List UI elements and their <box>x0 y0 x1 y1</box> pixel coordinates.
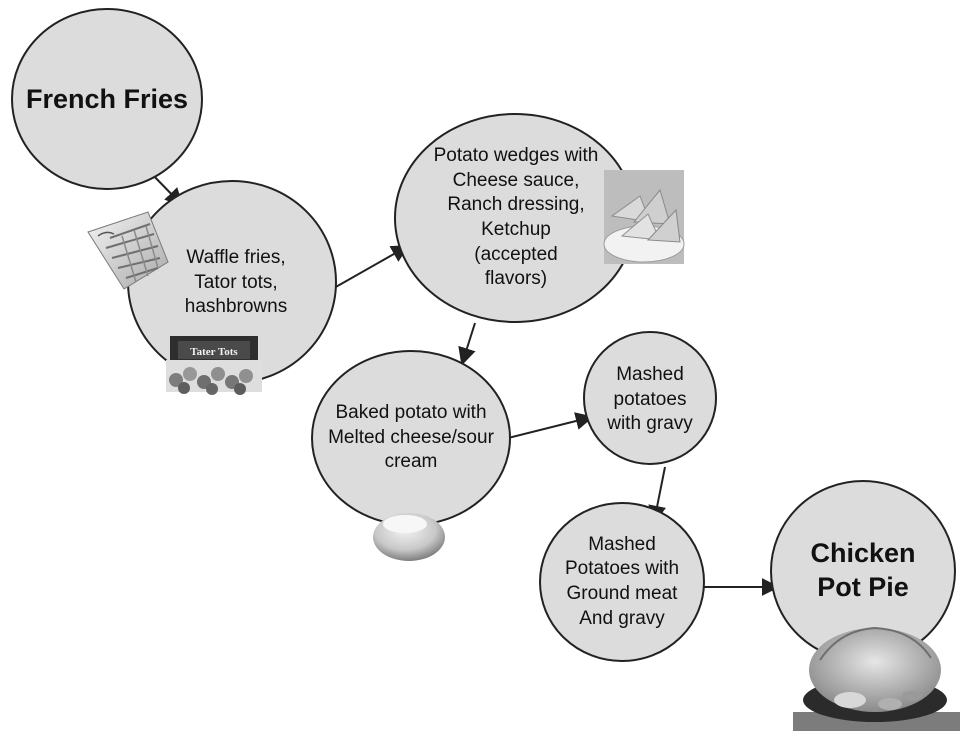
arrow-potato-wedges-to-baked-potato <box>458 322 476 366</box>
waffle-fries-bag-photo <box>87 211 169 290</box>
potato-wedges-bowl-photo <box>603 170 685 264</box>
arrow-baked-potato-to-mashed-gravy <box>507 412 594 439</box>
arrow-waffle-fries-to-potato-wedges <box>333 245 410 289</box>
nodes-layer <box>11 8 956 662</box>
node-french-fries: French Fries <box>12 72 202 128</box>
tater-tots-box-photo: Tater Tots <box>166 336 262 395</box>
pot-pie-photo <box>793 626 960 731</box>
node-label-potato-wedges: Potato wedges with Cheese sauce, Ranch d… <box>433 144 599 290</box>
node-chicken-pot-pie: Chicken Pot Pie <box>786 536 940 606</box>
baked-potato-photo <box>373 513 445 561</box>
node-circle-mashed-gravy <box>583 331 717 465</box>
node-label-waffle-fries: Waffle fries, Tator tots, hashbrowns <box>184 246 288 318</box>
node-mashed-gravy: Mashed potatoes with gravy <box>592 358 708 442</box>
node-potato-wedges: Potato wedges with Cheese sauce, Ranch d… <box>418 138 614 298</box>
node-label-baked-potato: Baked potato with Melted cheese/sour cre… <box>328 401 494 473</box>
node-label-chicken-pot-pie: Chicken Pot Pie <box>810 538 916 602</box>
node-label-french-fries: French Fries <box>25 84 189 115</box>
edges-layer <box>147 169 780 596</box>
tater-tots-box-text: Tater Tots <box>190 346 238 358</box>
node-label-mashed-gravy: Mashed potatoes with gravy <box>607 363 693 435</box>
node-waffle-fries: Waffle fries, Tator tots, hashbrowns <box>166 238 306 328</box>
node-baked-potato: Baked potato with Melted cheese/sour cre… <box>316 396 506 480</box>
node-mashed-meat: Mashed Potatoes with Ground meat And gra… <box>546 528 698 636</box>
node-circle-french-fries <box>11 8 203 190</box>
node-label-mashed-meat: Mashed Potatoes with Ground meat And gra… <box>564 533 680 629</box>
node-circle-mashed-meat <box>539 502 705 662</box>
